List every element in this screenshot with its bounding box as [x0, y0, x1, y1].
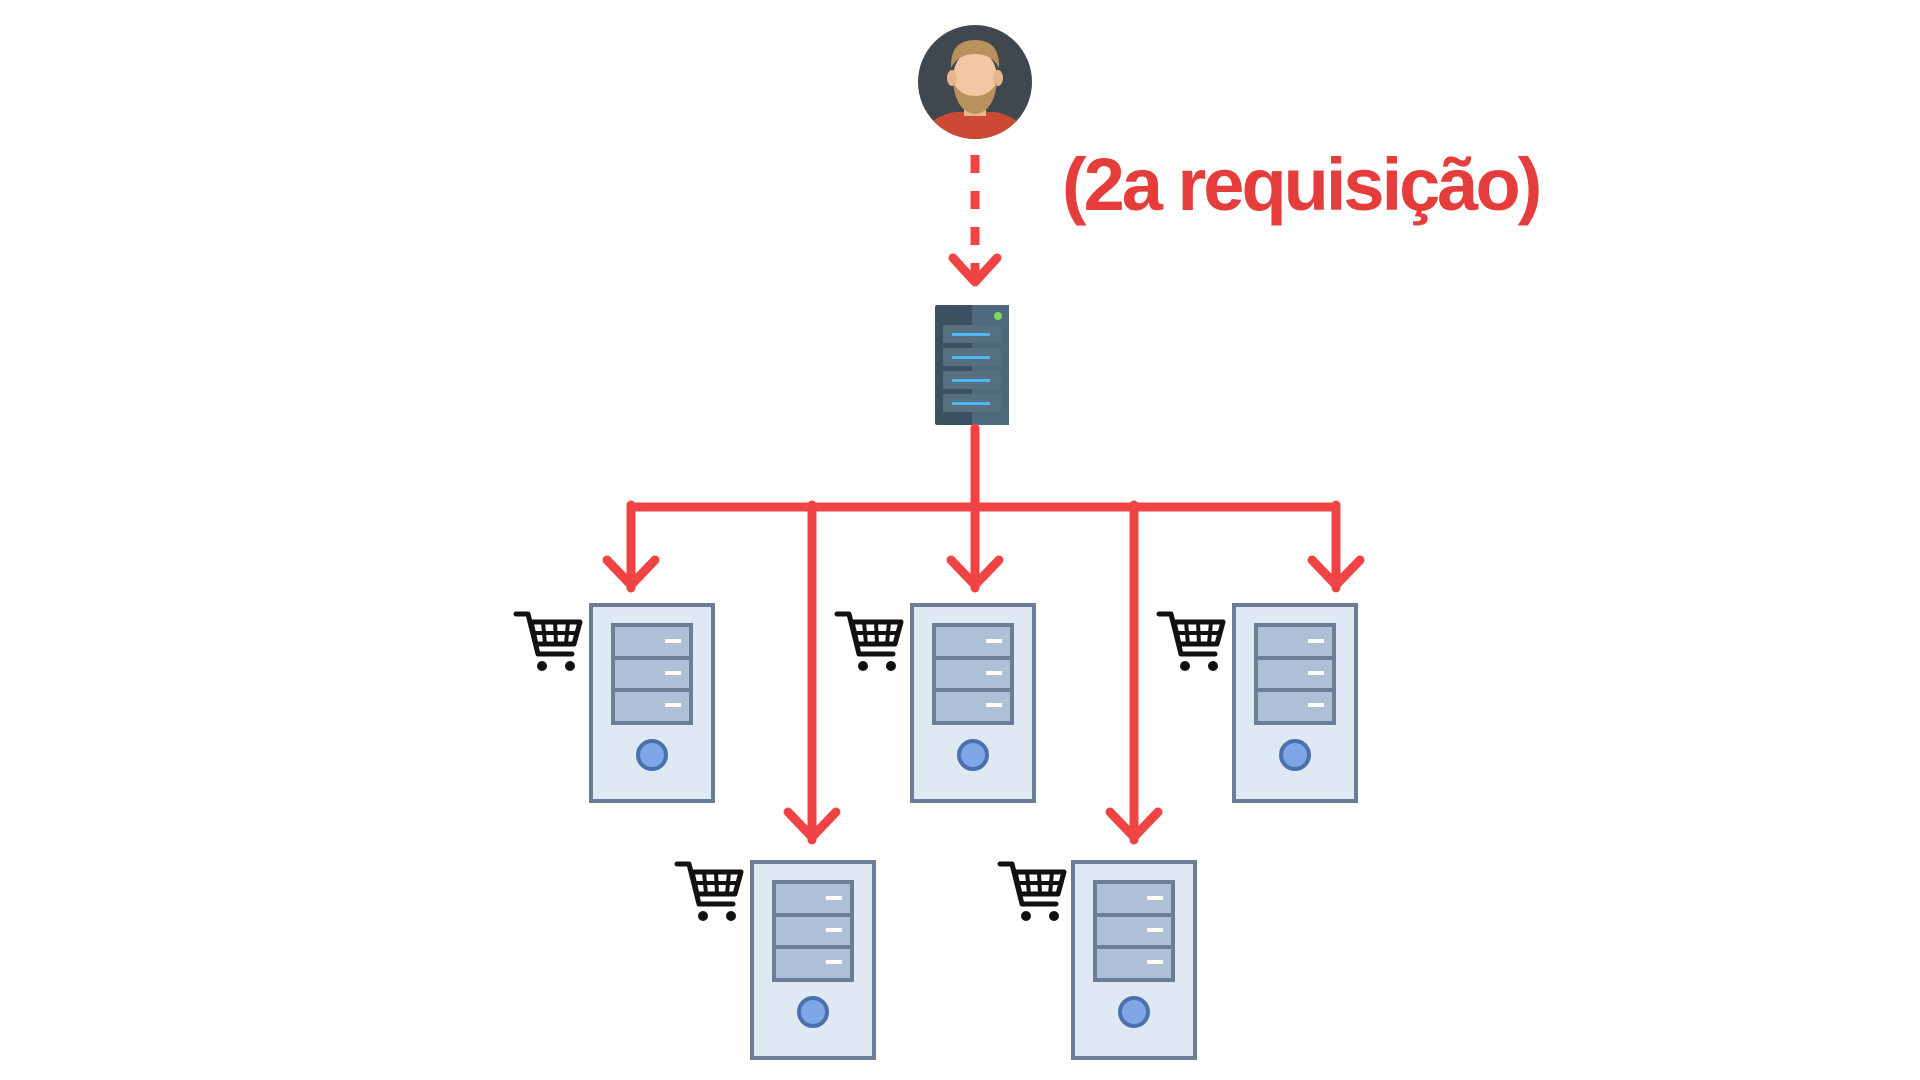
request-arrow — [948, 155, 1002, 287]
tower-server-icon — [1232, 603, 1358, 803]
distribution-arrows — [602, 423, 1365, 845]
app-server-4 — [677, 860, 876, 1060]
user-avatar-icon — [918, 25, 1032, 139]
load-balancer-server — [935, 305, 1009, 425]
shopping-cart-icon — [516, 614, 580, 671]
tower-server-icon — [589, 603, 715, 803]
shopping-cart-icon — [677, 864, 741, 921]
shopping-cart-icon — [1000, 864, 1064, 921]
tower-server-icon — [750, 860, 876, 1060]
app-server-3 — [1159, 603, 1358, 803]
shopping-cart-icon — [1159, 614, 1223, 671]
shopping-cart-icon — [837, 614, 901, 671]
tower-server-icon — [1071, 860, 1197, 1060]
app-server-2 — [837, 603, 1036, 803]
app-server-5 — [1000, 860, 1197, 1060]
tower-server-icon — [910, 603, 1036, 803]
app-server-1 — [516, 603, 715, 803]
request-label: (2a requisição) — [1062, 143, 1539, 226]
